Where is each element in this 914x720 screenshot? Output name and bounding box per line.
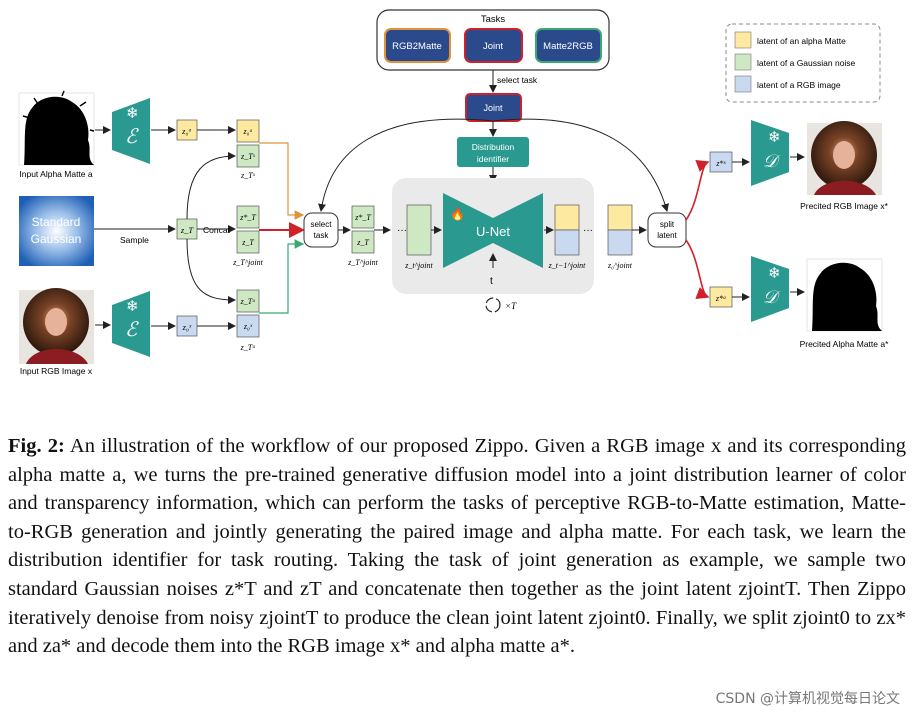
latent-zt1-joint-top <box>554 204 580 231</box>
svg-text:z_T^joint: z_T^joint <box>232 258 263 267</box>
svg-text:z_T^joint: z_T^joint <box>347 258 378 267</box>
gaussian-label-line2: Gaussian <box>31 232 82 246</box>
stack-joint: z*_T z_T z_T^joint <box>232 205 264 267</box>
svg-text:z*_T: z*_T <box>354 213 371 222</box>
svg-text:z*ˣ: z*ˣ <box>715 159 726 168</box>
snowflake-icon: ❄ <box>126 105 139 122</box>
legend-item-noise: latent of a Gaussian noise <box>734 53 856 71</box>
tasks-panel: Tasks RGB2Matte Joint Matte2RGB <box>376 9 610 71</box>
input-alpha-caption: Input Alpha Matte a <box>19 169 93 179</box>
legend-label-noise: latent of a Gaussian noise <box>757 58 856 68</box>
caption-text: An illustration of the workflow of our p… <box>8 435 907 658</box>
sample-label: Sample <box>120 235 149 245</box>
t-label: t <box>490 276 493 287</box>
svg-text:split: split <box>660 220 675 229</box>
svg-text:z₀ˣ: z₀ˣ <box>243 322 253 331</box>
input-rgb-caption: Input RGB Image x <box>20 366 93 376</box>
svg-text:task: task <box>314 231 330 240</box>
svg-text:z_Tˣ: z_Tˣ <box>240 171 256 180</box>
encoder-symbol: ℰ <box>125 126 139 148</box>
svg-text:z_T: z_T <box>356 238 369 247</box>
split-latent-node: split latent <box>647 212 687 248</box>
concat-label: Concat <box>203 225 231 235</box>
svg-text:z_T: z_T <box>241 238 254 247</box>
svg-text:z_Tˣ: z_Tˣ <box>240 152 256 161</box>
svg-text:z_t−1^joint: z_t−1^joint <box>548 261 587 270</box>
svg-text:z₀ᵃ: z₀ᵃ <box>242 127 252 136</box>
task-joint-label: Joint <box>483 41 503 52</box>
legend-label-matte: latent of an alpha Matte <box>757 36 846 46</box>
pred-rgb-caption: Precited RGB Image x* <box>800 201 889 211</box>
latent-zt-joint <box>406 204 432 256</box>
gaussian-noise-image: Standard Gaussian <box>19 196 94 266</box>
encoder-rgb: ❄ ℰ <box>112 291 150 357</box>
gaussian-label-line1: Standard <box>32 215 81 229</box>
svg-text:z_Tᵃ: z_Tᵃ <box>240 343 256 352</box>
watermark: CSDN @计算机视觉每日论文 <box>715 691 900 707</box>
pred-alpha-caption: Precited Alpha Matte a* <box>800 339 890 349</box>
decoder-symbol: 𝒟 <box>763 287 781 307</box>
latent-z0-joint-bottom <box>607 229 633 256</box>
input-rgb-image <box>19 288 94 364</box>
snowflake-icon: ❄ <box>768 129 781 146</box>
task-matte2rgb: Matte2RGB <box>535 28 602 63</box>
snowflake-icon: ❄ <box>126 298 139 315</box>
svg-text:z_t^joint: z_t^joint <box>404 261 433 270</box>
distribution-identifier-label-line1: Distribution <box>472 142 515 152</box>
task-matte2rgb-label: Matte2RGB <box>543 41 593 52</box>
svg-text:z₀^joint: z₀^joint <box>607 261 633 270</box>
joint-box-label: Joint <box>483 103 503 113</box>
latent-z0a-label: z₀ᵃ <box>181 126 192 136</box>
distribution-identifier-label-line2: identifier <box>477 154 509 164</box>
stack-zT-joint: z*_T z_T z_T^joint <box>347 205 379 267</box>
svg-text:z_Tᵃ: z_Tᵃ <box>240 297 256 306</box>
latent-z0-joint-top <box>607 204 633 231</box>
encoder-alpha: ❄ ℰ <box>112 98 150 164</box>
tasks-title: Tasks <box>481 14 506 25</box>
predicted-rgb-image <box>807 121 882 195</box>
svg-text:z*_T: z*_T <box>239 213 256 222</box>
decoder-alpha: ❄ 𝒟 <box>751 256 789 322</box>
predicted-alpha-image <box>806 258 883 332</box>
task-rgb2matte-label: RGB2Matte <box>392 41 442 52</box>
input-alpha-matte-image <box>18 90 95 166</box>
legend: latent of an alpha Matte latent of a Gau… <box>725 23 881 103</box>
svg-text:select: select <box>311 220 333 229</box>
select-task-label: select task <box>497 75 538 85</box>
select-task-node: select task <box>303 212 339 248</box>
legend-label-rgb: latent of a RGB image <box>757 80 841 90</box>
unet-label: U-Net <box>476 224 510 239</box>
legend-item-rgb: latent of a RGB image <box>734 75 841 93</box>
legend-item-matte: latent of an alpha Matte <box>734 31 846 49</box>
distribution-identifier: Distribution identifier <box>457 137 529 167</box>
latent-z0x-label: z₀ˣ <box>182 322 192 332</box>
loop-icon <box>485 297 501 313</box>
stack-rgb2matte: z_Tᵃ z₀ˣ z_Tᵃ <box>236 289 260 352</box>
stack-matte2rgb: z₀ᵃ z_Tˣ z_Tˣ <box>236 119 260 180</box>
svg-text:latent: latent <box>657 231 677 240</box>
task-joint: Joint <box>464 28 523 63</box>
svg-text:···: ··· <box>583 225 593 236</box>
svg-text:z*ᵃ: z*ᵃ <box>715 294 726 303</box>
joint-box: Joint <box>465 93 522 122</box>
task-rgb2matte: RGB2Matte <box>384 28 451 63</box>
decoder-rgb: ❄ 𝒟 <box>751 120 789 186</box>
snowflake-icon: ❄ <box>768 265 781 282</box>
decoder-symbol: 𝒟 <box>763 151 781 171</box>
latent-zt1-joint-bottom <box>554 229 580 256</box>
loop-label: ×T <box>505 301 517 311</box>
unet: 🔥 U-Net <box>443 193 543 268</box>
latent-zT-label: z_T <box>180 225 195 235</box>
caption-label: Fig. 2: <box>8 435 65 457</box>
encoder-symbol: ℰ <box>125 319 139 341</box>
figure-caption: Fig. 2: An illustration of the workflow … <box>8 432 906 661</box>
fire-icon: 🔥 <box>450 207 465 221</box>
svg-text:···: ··· <box>397 225 407 236</box>
workflow-diagram: Tasks RGB2Matte Joint Matte2RGB select t… <box>18 9 890 376</box>
